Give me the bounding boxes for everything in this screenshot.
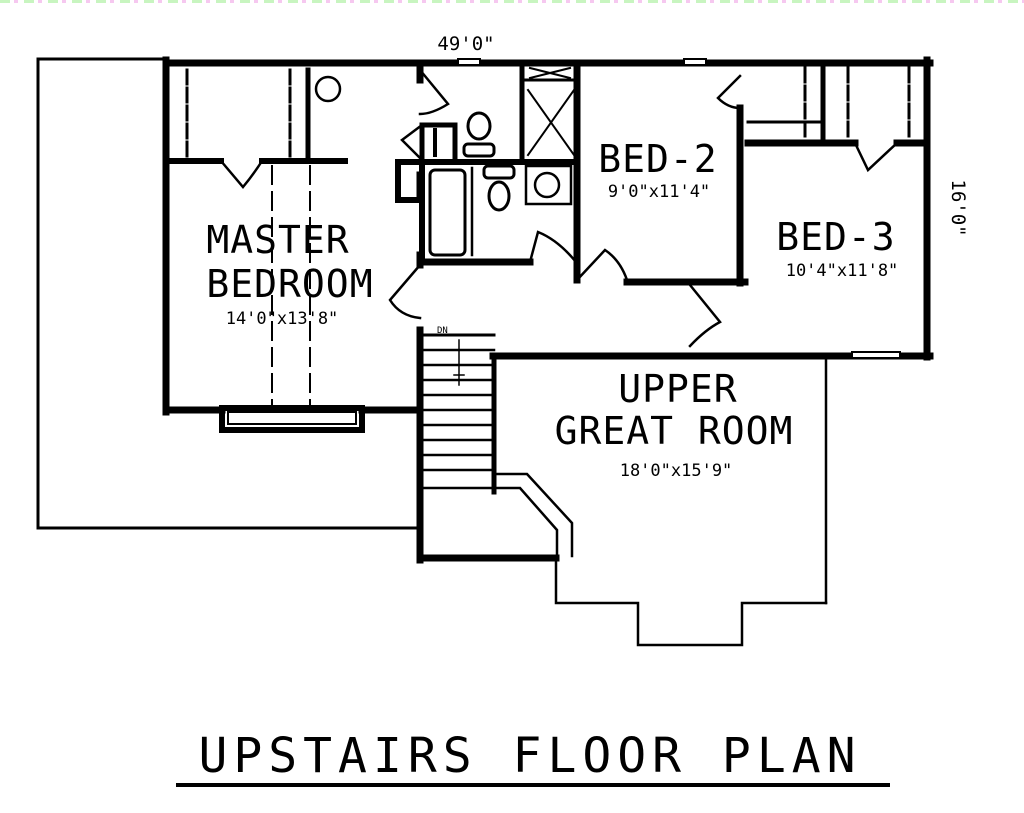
master-bedroom-label-line1: MASTER xyxy=(206,218,349,262)
lower-level-outline xyxy=(36,57,420,530)
stair-railing xyxy=(492,472,574,560)
staircase xyxy=(422,333,497,495)
stair-down-label: DN xyxy=(437,326,448,336)
master-window-bay xyxy=(219,405,365,433)
plan-title: UPSTAIRS FLOOR PLAN xyxy=(198,728,861,784)
great-room-label-line1: UPPER xyxy=(618,367,737,411)
scan-noise-strip xyxy=(0,0,1024,3)
linen-closet xyxy=(519,59,581,284)
great-room-label-line2: GREAT ROOM xyxy=(555,409,794,453)
exterior-walls xyxy=(162,56,934,564)
bed-2-label: BED-2 xyxy=(598,137,717,181)
master-bedroom-dimensions: 14'0"x13'8" xyxy=(226,309,339,329)
bed-2-dimensions: 9'0"x11'4" xyxy=(608,182,710,202)
bed-3-dimensions: 10'4"x11'8" xyxy=(786,261,899,281)
windows xyxy=(457,58,901,359)
master-entry-door-swing xyxy=(388,263,422,320)
master-bedroom-label-line2: BEDROOM xyxy=(206,262,373,306)
great-room-dimensions: 18'0"x15'9" xyxy=(620,461,733,481)
overall-width-label: 49'0" xyxy=(437,33,494,55)
overall-depth-label: 16'0" xyxy=(947,179,969,236)
bed-3-label: BED-3 xyxy=(776,215,895,259)
bed-3-closets xyxy=(744,65,931,173)
great-room-outline xyxy=(554,356,828,647)
master-closet xyxy=(163,67,348,409)
bed-2-walls xyxy=(575,74,749,348)
bathroom xyxy=(395,111,578,266)
bath-door-swing xyxy=(418,68,450,116)
